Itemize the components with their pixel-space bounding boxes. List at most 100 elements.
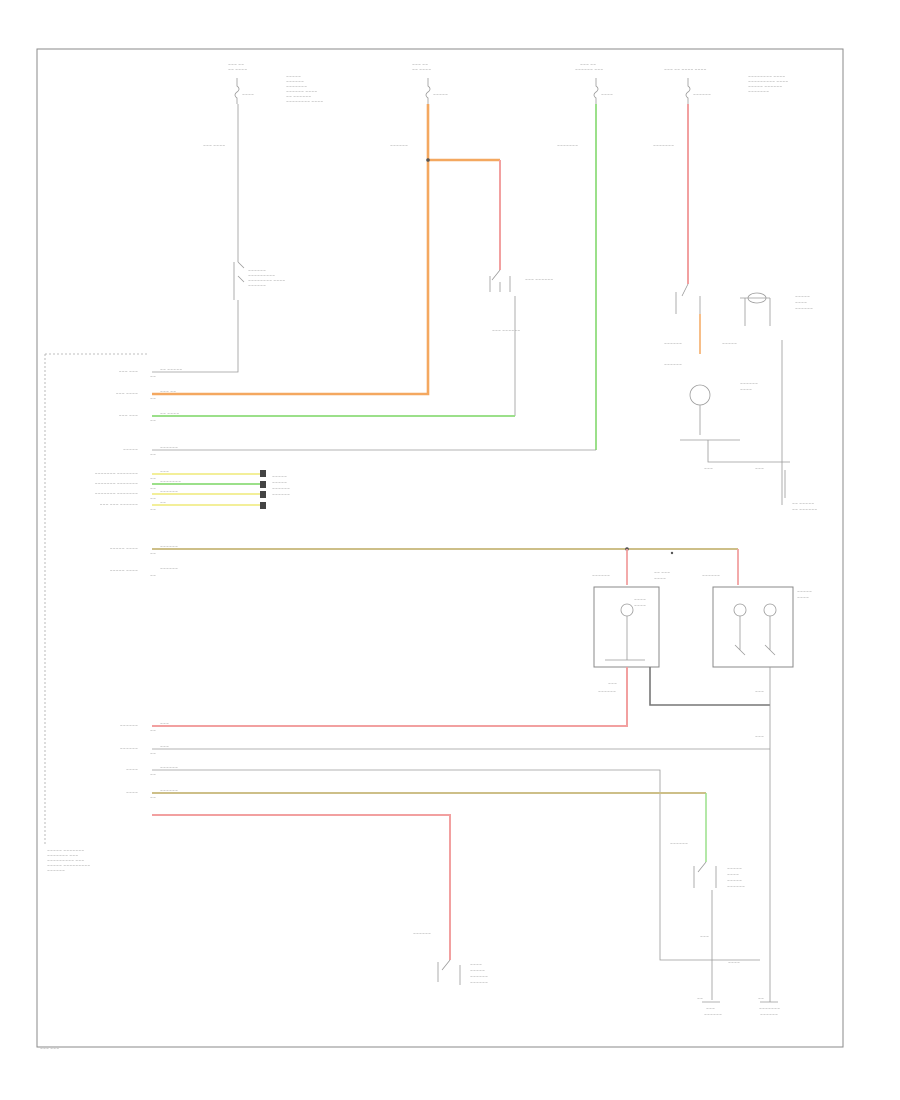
svg-text:~~~~~: ~~~~~ <box>272 481 287 485</box>
fuse-4-label-1: ~~~ ~~ ~~~~ ~~~~ <box>664 68 707 72</box>
module-pin-label: ~~~~~ ~~~~ <box>110 569 138 573</box>
fuse-1: ~~~ ~~ ~~ ~~~~ ~~~~ ~~~~~ ~~~~~~ ~~~~~~~… <box>203 63 323 148</box>
fuse-4-label-2: ~~~~~~ <box>693 93 711 97</box>
ground-text-2: ~~ ~~~~~~ <box>792 508 817 512</box>
module-pin-number: ~~ <box>150 552 156 556</box>
courtesy-switch: ~~~~~ ~~~~ ~~~~~~ ~~~~~~ ~~~~~~ ~~~~~ ~~… <box>664 283 817 512</box>
module-pin-wire: ~~~ <box>160 470 169 474</box>
diagram-frame <box>36 48 844 1048</box>
splice-text-4: ~~~~~~ <box>248 284 266 288</box>
svg-text:~~~~: ~~~~ <box>654 577 666 581</box>
module-pin-label: ~~~ ~~~~ <box>116 392 138 396</box>
ign-switch-text-1: ~~~ ~~~~~~ <box>525 278 553 282</box>
door-switch-2: ~~~~~~ ~~~~~ ~~~~ ~~~~~ ~~~~~~ ~~~ ~~~~ <box>670 842 745 1000</box>
module-pin-label: ~~~~~~ <box>120 724 138 728</box>
module-pin-number: ~~ <box>150 796 156 800</box>
module-name-4: ~~~~~ ~~~~~~~~~ <box>47 864 90 868</box>
fuse-1-note-2: ~~~~~~ <box>286 80 304 84</box>
ground-b-text-2: ~~~~~~ <box>760 1013 778 1017</box>
wire-fuse1-to-module <box>152 300 239 373</box>
dome-lamp-text-1: ~~~~~ <box>797 590 812 594</box>
splice-text-3: ~~~~~~~~ ~~~~ <box>248 279 285 283</box>
wire-2-label: ~~~~~~ <box>390 144 408 148</box>
dome-lamp-text-2: ~~~~ <box>797 596 809 600</box>
wire-ground-2 <box>152 769 760 961</box>
svg-text:~~~~~~: ~~~~~~ <box>664 342 682 346</box>
module-pin-label: ~~~~ <box>126 768 138 772</box>
door-switch-1-text-1: ~~~~ <box>470 963 482 967</box>
ign-switch-text-2: ~~~ ~~~~~~ <box>492 329 520 333</box>
fuse-2-label-2: ~~ ~~~~ <box>412 68 431 72</box>
module-pin-wire: ~~ <box>160 501 166 505</box>
map-lamp-text-1: ~~~~ <box>634 598 646 602</box>
fuse-1-label-2: ~~ ~~~~ <box>228 68 247 72</box>
svg-text:~~~~~~: ~~~~~~ <box>272 493 290 497</box>
fuse-1-note-6: ~~~~~~~~ ~~~~ <box>286 100 323 104</box>
module-pin-wire: ~~~ ~~ <box>160 390 176 394</box>
module-pin-wire: ~~~~~~ <box>160 789 178 793</box>
svg-text:~~: ~~ <box>697 997 703 1001</box>
fuse-3-label-2: ~~~~~~ ~~~ <box>575 68 603 72</box>
svg-text:~~~: ~~~ <box>755 690 764 694</box>
module-pins: ~~~ ~~~~~ ~~~~~~~~~~ ~~~~~~~ ~~~~~~~ ~~~… <box>95 368 183 800</box>
module-pin-wire: ~~~~~~ <box>160 766 178 770</box>
module-name-2: ~~~~~~~ ~~~ <box>47 854 78 858</box>
svg-text:~~~~~~: ~~~~~~ <box>664 363 682 367</box>
svg-text:~~~~~~: ~~~~~~ <box>598 690 616 694</box>
fuse-1-symbol <box>234 78 240 104</box>
module-pin-number: ~~ <box>150 477 156 481</box>
map-lamp: ~~~~ ~~~~ ~~~~~~ ~~ ~~~ ~~~~ <box>592 571 670 668</box>
fuse-4-note-1: ~~~~~~~~ ~~~~ <box>748 75 785 79</box>
splice-text-1: ~~~~~~ <box>248 269 266 273</box>
svg-text:~~~~~~: ~~~~~~ <box>670 842 688 846</box>
module-pin-number: ~~ <box>150 487 156 491</box>
ground-b-text-1: ~~~~~~~ <box>759 1007 780 1011</box>
module-pin-label: ~~~~~~ <box>120 747 138 751</box>
lamp-label-1: ~~~~~~ <box>740 382 758 386</box>
fuse-2-label-3: ~~~~~ <box>433 93 448 97</box>
svg-text:~~~~~~: ~~~~~~ <box>702 574 720 578</box>
door-switch-2-text-3: ~~~~~ <box>727 879 742 883</box>
footer-code: ~~~ ~~~ <box>40 1047 59 1051</box>
module-pin-wire: ~~~ <box>160 722 169 726</box>
module-pin-label: ~~~~~~~ ~~~~~~~ <box>95 472 138 476</box>
module-name-3: ~~~~~~~~~ ~~~ <box>47 859 84 863</box>
fuse-3: ~~~ ~~ ~~~~~~ ~~~ ~~~~ ~~~~~~~ <box>557 63 613 148</box>
svg-text:~~ ~~~: ~~ ~~~ <box>654 571 670 575</box>
svg-text:~~~: ~~~ <box>755 467 764 471</box>
fuse-1-note-4: ~~~~~~ ~~~~ <box>286 90 317 94</box>
module-pin-wire: ~~~~~~ <box>160 545 178 549</box>
module-pin-number: ~~ <box>150 752 156 756</box>
svg-text:~~~~~~: ~~~~~~ <box>592 574 610 578</box>
svg-text:~~~~~~: ~~~~~~ <box>413 932 431 936</box>
fuse-2-label-1: ~~~ ~~ <box>412 63 428 67</box>
door-switch-1-text-2: ~~~~~ <box>470 969 485 973</box>
module-pin-wire: ~~~ <box>160 745 169 749</box>
fuse-3-label-3: ~~~~ <box>601 93 613 97</box>
svg-text:~~: ~~ <box>758 997 764 1001</box>
module-pin-wire: ~~~~~~ <box>160 490 178 494</box>
svg-text:~~~: ~~~ <box>755 735 764 739</box>
ground-text-1: ~~ ~~~~~ <box>792 502 814 506</box>
module-pin-wire: ~~~~~~ <box>160 567 178 571</box>
door-switch-1-text-3: ~~~~~~ <box>470 975 488 979</box>
module-pin-number: ~~ <box>150 729 156 733</box>
fuse-1-note-1: ~~~~~ <box>286 75 301 79</box>
svg-text:~~~: ~~~ <box>700 935 709 939</box>
wire-gray-dome <box>649 667 770 706</box>
fuse-3-label-1: ~~~ ~~ <box>580 63 596 67</box>
map-lamp-text-2: ~~~~ <box>634 604 646 608</box>
fuse-4: ~~~ ~~ ~~~~ ~~~~ ~~~~~~ ~~~~~~~~ ~~~~ ~~… <box>653 68 788 148</box>
module-pin-number: ~~ <box>150 497 156 501</box>
wire-3-label: ~~~~~~~ <box>557 144 578 148</box>
fuse-2: ~~~ ~~ ~~ ~~~~ ~~~~~ ~~~~~~ <box>390 63 448 148</box>
wire-4-label: ~~~~~~~ <box>653 144 674 148</box>
module-pin-wire: ~~ ~~~~ <box>160 412 179 416</box>
module-pin-number: ~~ <box>150 397 156 401</box>
module-pin-number: ~~ <box>150 375 156 379</box>
fuse-1-label-1: ~~~ ~~ <box>228 63 244 67</box>
module-pin-number: ~~ <box>150 508 156 512</box>
ignition-switch: ~~~ ~~~~~~ ~~~ ~~~~~~ <box>489 269 553 333</box>
module-pin-wire: ~~~~~~ <box>160 446 178 450</box>
